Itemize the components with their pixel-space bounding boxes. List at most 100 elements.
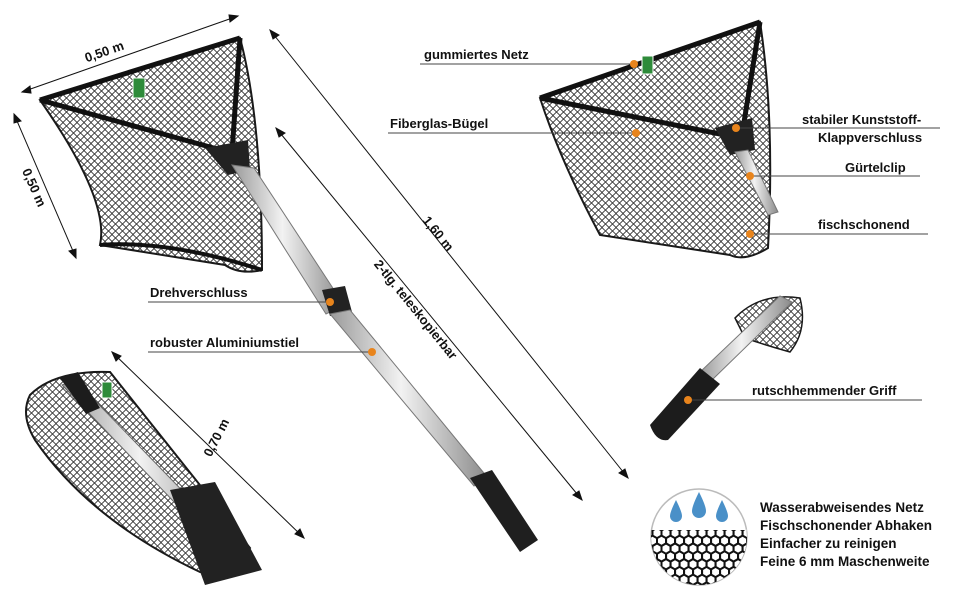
dim-total-arrow-b [618, 468, 629, 480]
hex-cell [689, 575, 697, 584]
hex-cell [721, 583, 728, 585]
dim-height-arrow-b [68, 248, 77, 260]
hex-cell [667, 568, 674, 576]
handle-detail-grip [650, 368, 720, 441]
hex-cell [725, 529, 733, 537]
dot-guertelclip [746, 172, 754, 180]
hex-cell [730, 552, 737, 561]
detail-net-pole [734, 149, 779, 216]
hex-cell [667, 536, 674, 545]
hex-cell [707, 529, 715, 537]
hex-cell [734, 575, 742, 584]
hex-cell [658, 583, 665, 585]
main-net-tag [132, 77, 146, 99]
hex-mesh-icon [645, 529, 755, 599]
hex-cell [689, 560, 697, 569]
hex-cell [707, 575, 715, 584]
detail-net-frame-left [539, 95, 726, 138]
dim-folded-arrow-a [111, 351, 122, 362]
hex-cell [681, 591, 688, 599]
hex-cell [703, 552, 710, 561]
hex-cell [721, 568, 728, 576]
dim-height-line [13, 113, 77, 259]
hex-cell [698, 575, 706, 584]
hex-cell [739, 536, 746, 545]
hex-cell [689, 544, 697, 553]
hex-cell [651, 568, 656, 576]
hex-cell [680, 544, 688, 553]
hex-cell [725, 544, 733, 553]
folded-head [170, 482, 262, 585]
detail-net-frame-right [739, 21, 763, 136]
hex-cell [694, 552, 701, 561]
feature-item: Wasserabweisendes Netz [760, 500, 924, 515]
hex-cell [716, 560, 724, 569]
dim-total-line [269, 29, 629, 479]
dim-height-arrow-a [13, 112, 22, 124]
hex-cell [708, 591, 715, 599]
main-net-frame-right [229, 37, 243, 153]
callout-klappverschluss-line1: stabiler Kunststoff- [802, 112, 922, 127]
main-net-frame-top [39, 35, 241, 103]
hex-cell [717, 591, 724, 599]
hex-cell [739, 583, 746, 585]
hex-cell [725, 560, 733, 569]
main-handle-grip [470, 470, 538, 552]
dim-width-arrow-b [228, 14, 240, 23]
hex-cell [671, 560, 679, 569]
main-net-frame-left [39, 97, 229, 155]
hex-cell [743, 560, 747, 569]
hex-cell [676, 536, 683, 545]
hex-cell [694, 536, 701, 545]
detail-net-top-right [538, 19, 779, 259]
hex-cell [658, 536, 665, 545]
feature-badge [645, 488, 755, 599]
hex-cell [694, 568, 701, 576]
dimension-arrows [13, 14, 629, 539]
callout-fiberglas-buegel: Fiberglas-Bügel [390, 116, 489, 131]
dim-telescopic-arrow-a [275, 126, 286, 138]
dot-klappverschluss [732, 124, 740, 132]
hex-cell [667, 583, 674, 585]
dim-width-arrow-a [20, 85, 32, 94]
hex-cell [651, 536, 656, 545]
hex-cell [748, 568, 755, 576]
detail-net-yoke [715, 118, 755, 155]
hex-cell [645, 591, 652, 599]
swivel-lock [322, 286, 352, 316]
dot-drehverschluss [326, 298, 334, 306]
hex-cell [698, 560, 706, 569]
hex-cell [712, 568, 719, 576]
folded-handle [60, 372, 100, 414]
water-drop-icon [670, 500, 682, 522]
handle-detail [650, 295, 804, 441]
hex-cell [744, 591, 751, 599]
hex-cell [651, 560, 652, 569]
detail-net-mesh [538, 20, 772, 259]
hex-cell [721, 552, 728, 561]
hex-cell [743, 575, 747, 584]
hex-cell [716, 544, 724, 553]
dim-folded-line [111, 351, 305, 539]
hex-cell [685, 536, 692, 545]
hex-cell [651, 583, 656, 585]
callout-guertelclip: Gürtelclip [845, 160, 906, 175]
main-pole-lower [329, 309, 489, 487]
dim-telescopic-arrow-b [572, 490, 583, 502]
hex-cell [690, 591, 697, 599]
hex-cell [680, 560, 688, 569]
hex-cell [739, 568, 746, 576]
hex-cell [658, 552, 665, 561]
hex-cell [699, 591, 706, 599]
hex-cell [748, 537, 755, 545]
water-drop-icon [716, 500, 728, 522]
hex-cell [685, 568, 692, 576]
folded-net [25, 370, 262, 585]
hex-cell [698, 529, 706, 537]
hex-cell [743, 529, 747, 537]
dim-width-line [21, 15, 239, 93]
hex-cell [698, 544, 706, 553]
callout-klappverschluss-line2: Klappverschluss [818, 130, 923, 145]
